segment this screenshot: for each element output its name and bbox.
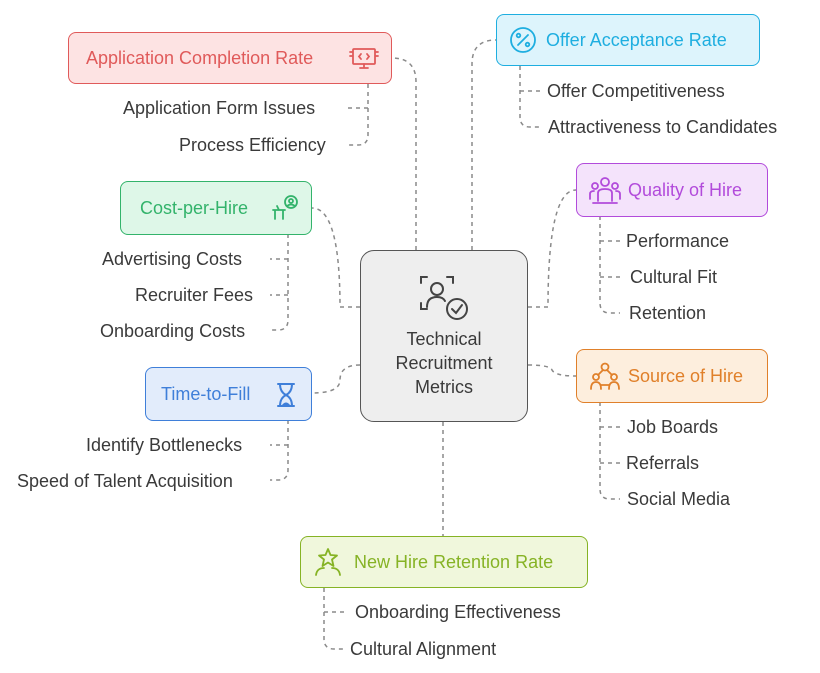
node-source-of-hire[interactable]: Source of Hire	[576, 349, 768, 403]
hourglass-icon	[277, 383, 295, 407]
leaf-onboarding-effectiveness: Onboarding Effectiveness	[355, 602, 561, 622]
leaf-performance: Performance	[626, 231, 730, 251]
monitor-code-icon	[349, 48, 379, 69]
link-source-of-hire	[527, 364, 577, 377]
leaf-offer-competitiveness: Offer Competitiveness	[547, 81, 725, 101]
node-label: Cost-per-Hire	[140, 197, 249, 218]
leaf-cultural-alignment: Cultural Alignment	[350, 639, 497, 659]
link-time-to-fill	[311, 364, 361, 394]
star-person-icon	[315, 548, 341, 576]
node-label: New Hire Retention Rate	[354, 551, 554, 572]
node-offer-acceptance-rate[interactable]: Offer Acceptance Rate	[496, 14, 760, 66]
leaf-social-media: Social Media	[627, 489, 731, 509]
node-label: Application Completion Rate	[86, 47, 314, 68]
link-application-completion-rate	[391, 57, 417, 250]
node-label: Source of Hire	[628, 365, 744, 386]
node-label: Quality of Hire	[628, 179, 743, 200]
leaf-identify-bottlenecks: Identify Bottlenecks	[86, 435, 243, 455]
leaf-speed-of-talent-acquisition: Speed of Talent Acquisition	[17, 471, 233, 491]
link-cost-per-hire	[311, 207, 360, 308]
leaf-advertising-costs: Advertising Costs	[102, 249, 243, 269]
person-check-icon	[420, 276, 468, 320]
leaf-onboarding-costs: Onboarding Costs	[100, 321, 246, 341]
link-offer-acceptance-rate	[471, 39, 497, 250]
node-new-hire-retention-rate[interactable]: New Hire Retention Rate	[300, 536, 588, 588]
center-node[interactable]: Technical Recruitment Metrics	[360, 250, 528, 422]
leaf-application-form-issues: Application Form Issues	[123, 98, 316, 118]
leaf-recruiter-fees: Recruiter Fees	[135, 285, 254, 305]
team-icon	[589, 177, 621, 204]
center-title: Technical Recruitment Metrics	[395, 329, 493, 397]
percent-icon	[510, 27, 536, 53]
person-desk-icon	[272, 195, 298, 220]
network-people-icon	[590, 362, 620, 390]
node-application-completion-rate[interactable]: Application Completion Rate	[68, 32, 392, 84]
node-label: Time-to-Fill	[161, 383, 251, 404]
leaf-cultural-fit: Cultural Fit	[630, 267, 718, 287]
node-time-to-fill[interactable]: Time-to-Fill	[145, 367, 312, 421]
link-quality-of-hire	[528, 189, 577, 308]
node-cost-per-hire[interactable]: Cost-per-Hire	[120, 181, 312, 235]
leaf-process-efficiency: Process Efficiency	[179, 135, 326, 155]
leaf-referrals: Referrals	[626, 453, 700, 473]
leaf-retention: Retention	[629, 303, 707, 323]
leaf-attractiveness-to-candidates: Attractiveness to Candidates	[548, 117, 778, 137]
node-quality-of-hire[interactable]: Quality of Hire	[576, 163, 768, 217]
node-label: Offer Acceptance Rate	[546, 29, 727, 50]
leaf-job-boards: Job Boards	[627, 417, 719, 437]
